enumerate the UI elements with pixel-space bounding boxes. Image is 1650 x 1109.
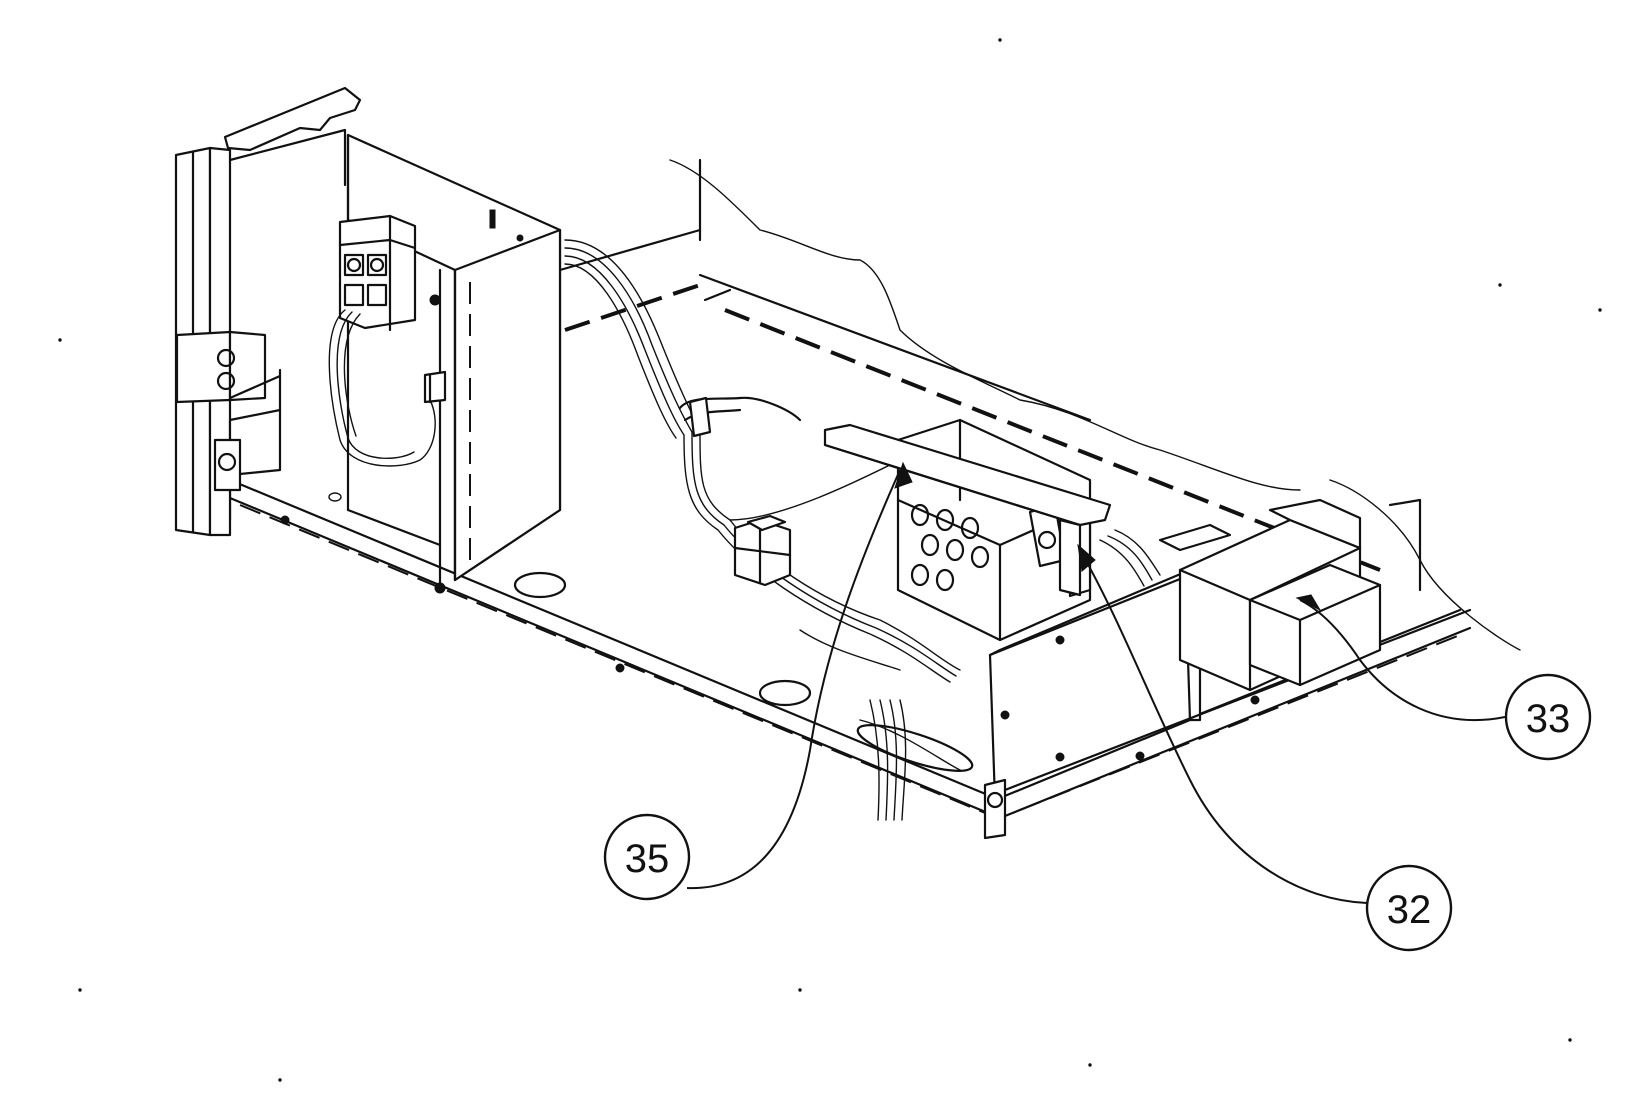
callout-33: 33 [1504,673,1592,761]
mounting-bar [823,423,1112,597]
arrowhead-32 [1077,543,1096,572]
power-supply-enclosure [328,133,562,594]
callout-35: 35 [603,813,691,901]
callout-33-label: 33 [1526,697,1571,741]
wire-harness [564,239,1161,821]
leader-33 [1299,599,1506,722]
leader-32 [1079,549,1368,904]
left-end-panel [174,86,362,537]
callout-leaders [686,469,1506,904]
wire-connector [733,514,792,587]
callout-arrowheads [894,461,1322,612]
leader-35 [686,469,901,890]
callout-32: 32 [1365,864,1453,952]
terminal-holes [910,503,990,592]
chassis-base [228,158,1521,820]
scan-specks [58,38,1602,1082]
transformer [1158,498,1382,692]
callout-35-label: 35 [625,837,670,881]
callout-32-label: 32 [1387,888,1432,932]
arrowhead-33 [1295,594,1322,612]
arrowhead-35 [894,461,913,489]
